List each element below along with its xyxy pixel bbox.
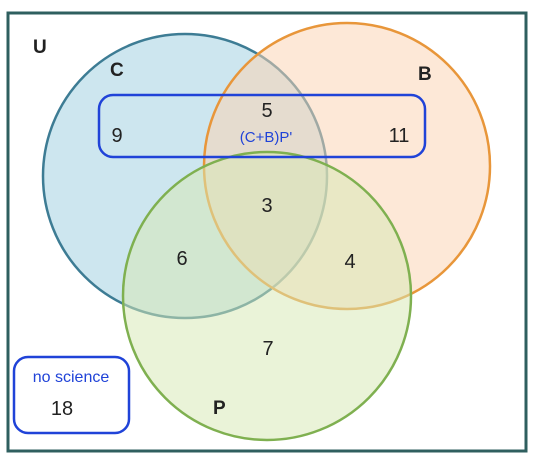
set-b-label: B: [418, 64, 432, 85]
region-all-three: 3: [261, 195, 272, 217]
region-c-and-b-only: 5: [261, 100, 272, 122]
highlight-box-label: (C+B)P': [240, 129, 293, 146]
region-c-and-p-only: 6: [176, 248, 187, 270]
no-science-count: 18: [51, 398, 73, 420]
circle-p: [121, 150, 413, 442]
set-c-label: C: [110, 60, 124, 81]
region-b-and-p-only: 4: [344, 251, 355, 273]
set-p-label: P: [213, 398, 226, 419]
region-c-only: 9: [111, 125, 122, 147]
universe-label: U: [33, 37, 47, 58]
highlight-box: [97, 93, 427, 159]
no-science-box: [12, 355, 131, 435]
no-science-label: no science: [33, 369, 110, 386]
region-b-only: 11: [389, 125, 410, 147]
region-p-only: 7: [262, 338, 273, 360]
